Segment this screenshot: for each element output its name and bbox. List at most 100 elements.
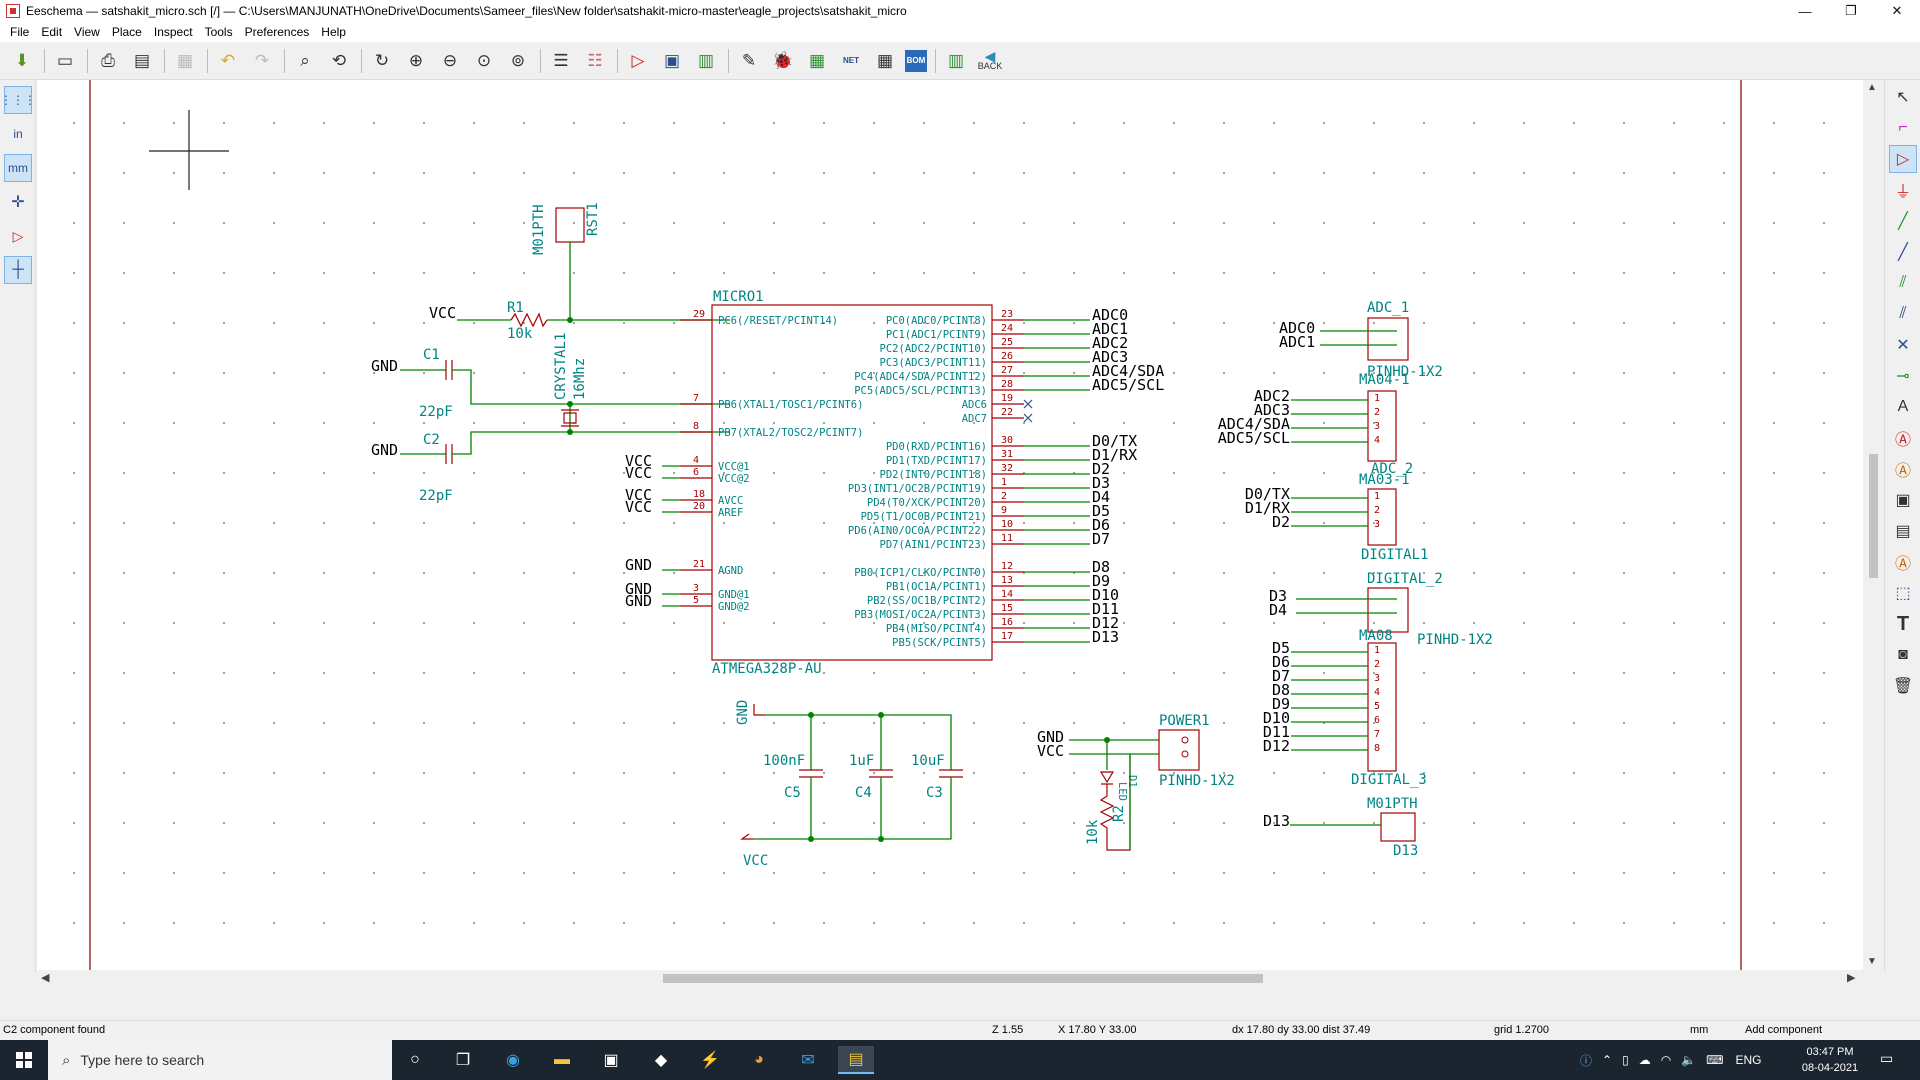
adc2-connector[interactable] xyxy=(1367,390,1397,462)
delete-icon[interactable]: 🗑 xyxy=(1892,678,1914,695)
c4-capacitor[interactable] xyxy=(869,769,893,778)
hier-pin-icon[interactable]: Ⓐ xyxy=(1894,556,1911,573)
redo-icon[interactable]: ↷ xyxy=(254,50,270,70)
menu-file[interactable]: File xyxy=(10,25,30,39)
undo-icon[interactable]: ↶ xyxy=(220,50,236,70)
back-annotate-icon[interactable]: ◀BACK xyxy=(976,47,1004,75)
bus-to-bus-icon[interactable]: ⫽ xyxy=(1899,305,1907,322)
d13-connector[interactable] xyxy=(1380,812,1416,842)
store-icon[interactable]: ▣ xyxy=(603,1052,619,1069)
power1-connector[interactable] xyxy=(1158,729,1200,771)
leave-sheet-icon[interactable]: ☷ xyxy=(587,50,603,70)
page-settings-icon[interactable]: ▭ xyxy=(56,50,74,70)
add-power-icon[interactable]: ⏚ xyxy=(1894,184,1911,201)
horizontal-scrollbar[interactable]: ◀ ▶ xyxy=(37,970,1863,987)
wire-to-bus-icon[interactable]: ⫽ xyxy=(1899,274,1907,291)
paste-icon[interactable]: ▦ xyxy=(176,50,194,70)
edge-icon[interactable]: ◉ xyxy=(506,1052,520,1069)
wifi-icon[interactable]: ◠ xyxy=(1660,1053,1672,1067)
vscode-icon[interactable]: ⚡ xyxy=(700,1052,720,1069)
footprint-editor-icon[interactable]: ▥ xyxy=(697,50,715,70)
symbol-editor-icon[interactable]: ▷ xyxy=(631,50,645,70)
scroll-down-icon[interactable]: ▼ xyxy=(1867,956,1877,967)
add-bus-icon[interactable]: ╱ xyxy=(1898,244,1908,261)
orthogonal-wire-icon[interactable]: ┼ xyxy=(4,256,32,284)
keyboard-icon[interactable]: ⌨ xyxy=(1706,1053,1724,1067)
zoom-out-icon[interactable]: ⊖ xyxy=(442,50,458,70)
scroll-up-icon[interactable]: ▲ xyxy=(1867,82,1877,93)
menu-inspect[interactable]: Inspect xyxy=(153,25,193,39)
horizontal-scroll-thumb[interactable] xyxy=(663,974,1263,983)
pcbnew-icon[interactable]: ▥ xyxy=(947,50,965,70)
find-icon[interactable]: ⌕ xyxy=(300,50,310,70)
menu-edit[interactable]: Edit xyxy=(41,25,63,39)
import-sheet-pin-icon[interactable]: ▤ xyxy=(1895,523,1911,540)
vertical-scrollbar[interactable]: ▲ ▼ xyxy=(1863,80,1884,970)
save-icon[interactable]: ⬇ xyxy=(14,50,30,70)
hier-label-icon[interactable]: Ⓐ xyxy=(1894,463,1911,480)
language-indicator[interactable]: ENG xyxy=(1735,1053,1762,1067)
eeschema-taskbar-icon[interactable]: ▤ xyxy=(838,1046,874,1074)
menu-preferences[interactable]: Preferences xyxy=(244,25,310,39)
digital2-connector[interactable] xyxy=(1367,587,1409,633)
cortana-icon[interactable]: ○ xyxy=(410,1051,420,1068)
image-icon[interactable]: ◙ xyxy=(1898,646,1908,663)
r1-resistor[interactable] xyxy=(510,312,548,328)
assign-footprints-icon[interactable]: ▦ xyxy=(808,50,826,70)
net-label-icon[interactable]: A xyxy=(1897,398,1909,415)
menu-view[interactable]: View xyxy=(74,25,100,39)
no-connect-icon[interactable]: ✕ xyxy=(1896,337,1910,354)
adc1-connector[interactable] xyxy=(1367,317,1409,361)
close-button[interactable]: ✕ xyxy=(1891,3,1903,18)
network-icon[interactable]: ☁ xyxy=(1638,1053,1651,1067)
hidden-pins-icon[interactable]: ▷ xyxy=(12,227,24,244)
find-replace-icon[interactable]: ⟲ xyxy=(331,50,347,70)
zoom-fit-icon[interactable]: ⊙ xyxy=(476,50,492,70)
taskbar-clock[interactable]: 03:47 PM 08-04-2021 xyxy=(1790,1044,1870,1076)
menu-place[interactable]: Place xyxy=(111,25,142,39)
global-label-icon[interactable]: Ⓐ xyxy=(1894,432,1911,449)
schematic-canvas[interactable]: .wire{stroke:#008400;stroke-width:1.3;fi… xyxy=(37,80,1863,970)
zoom-selection-icon[interactable]: ⊚ xyxy=(510,50,526,70)
hierarchy-icon[interactable]: ☰ xyxy=(553,50,569,70)
digital3-connector[interactable] xyxy=(1367,642,1397,772)
volume-icon[interactable]: 🔈 xyxy=(1681,1053,1697,1067)
digital1-connector[interactable] xyxy=(1367,488,1397,546)
minimize-button[interactable]: — xyxy=(1798,3,1812,19)
junction-icon[interactable]: ⊸ xyxy=(1896,368,1910,385)
bom-icon[interactable]: BOM xyxy=(905,49,927,72)
print-icon[interactable]: ⎙ xyxy=(101,50,115,70)
netlist-icon[interactable]: NET xyxy=(843,56,859,65)
c3-capacitor[interactable] xyxy=(939,769,963,778)
c5-capacitor[interactable] xyxy=(799,769,823,778)
chevron-up-icon[interactable]: ⌃ xyxy=(1602,1053,1613,1067)
menu-tools[interactable]: Tools xyxy=(204,25,233,39)
mm-units-button[interactable]: mm xyxy=(4,154,32,182)
cursor-icon[interactable]: ✛ xyxy=(11,194,25,211)
erc-icon[interactable]: 🐞 xyxy=(772,50,794,70)
mail-icon[interactable]: ✉ xyxy=(801,1052,815,1069)
highlight-net-icon[interactable]: ⌐ xyxy=(1898,119,1908,136)
bom-table-icon[interactable]: ▦ xyxy=(876,50,894,70)
rst-switch-body[interactable] xyxy=(555,207,585,243)
text-icon[interactable]: T xyxy=(1896,612,1910,635)
scroll-left-icon[interactable]: ◀ xyxy=(41,972,50,984)
hier-sheet-icon[interactable]: ▣ xyxy=(1895,492,1911,509)
select-icon[interactable]: ↖ xyxy=(1896,89,1910,106)
windows-start-button[interactable] xyxy=(0,1040,48,1080)
notification-icon[interactable]: ▭ xyxy=(1880,1050,1894,1066)
help-icon[interactable]: ⓘ xyxy=(1580,1053,1593,1068)
refresh-icon[interactable]: ↻ xyxy=(374,50,390,70)
symbol-browser-icon[interactable]: ▣ xyxy=(663,50,681,70)
dropbox-icon[interactable]: ◆ xyxy=(654,1052,668,1069)
crystal-body[interactable] xyxy=(563,412,577,424)
plot-icon[interactable]: ▤ xyxy=(133,50,151,70)
chrome-icon[interactable]: ◕ xyxy=(754,1051,764,1068)
zoom-in-icon[interactable]: ⊕ xyxy=(408,50,424,70)
graphic-line-icon[interactable]: ⬚ xyxy=(1895,585,1911,602)
menu-help[interactable]: Help xyxy=(321,25,346,39)
r2-resistor[interactable] xyxy=(1099,754,1131,851)
vertical-scroll-thumb[interactable] xyxy=(1869,454,1878,578)
inch-units-button[interactable]: in xyxy=(13,127,23,141)
annotate-icon[interactable]: ✎ xyxy=(741,50,757,70)
